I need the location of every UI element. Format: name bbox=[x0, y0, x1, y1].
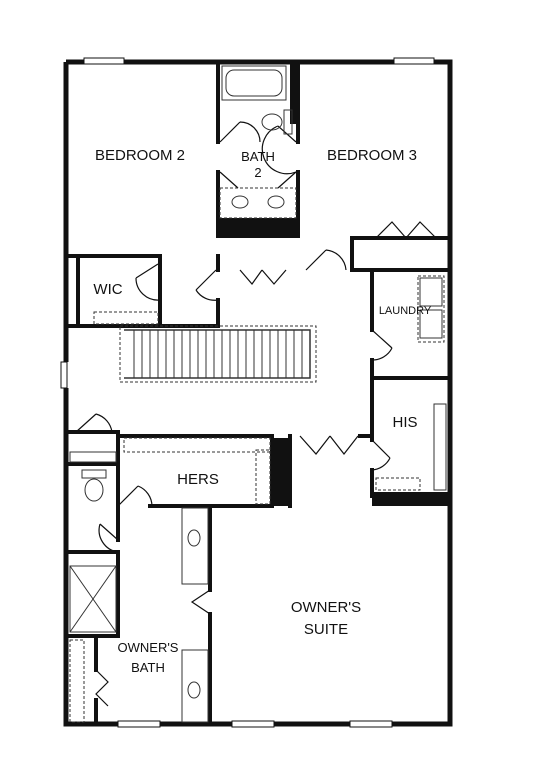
label-hers: HERS bbox=[177, 471, 219, 488]
hers-door bbox=[117, 485, 153, 507]
room-labels: BEDROOM 2 BATH 2 BEDROOM 3 WIC LAUNDRY H… bbox=[93, 147, 431, 675]
fixtures bbox=[69, 65, 447, 723]
solid-walls bbox=[218, 64, 448, 506]
laundry-shelf bbox=[417, 275, 445, 343]
bath2-door-top bbox=[219, 121, 261, 143]
owners-bath-closet-door bbox=[95, 669, 109, 707]
window-bottom-3 bbox=[349, 720, 393, 728]
staircase bbox=[119, 325, 317, 383]
vanity-lower bbox=[181, 649, 209, 723]
label-owners-bath-line2: BATH bbox=[131, 660, 165, 675]
window-top-left bbox=[83, 57, 125, 65]
hall-closet-door-left bbox=[239, 269, 287, 285]
window-bottom-2 bbox=[231, 720, 275, 728]
label-wic: WIC bbox=[93, 281, 122, 298]
owners-toilet-tank bbox=[81, 469, 107, 479]
linen-shelf bbox=[69, 451, 117, 463]
bath2-vanity bbox=[219, 187, 297, 219]
vanity-upper bbox=[181, 507, 209, 585]
bath2-toilet-bowl bbox=[261, 113, 283, 131]
his-closet-wall bbox=[372, 492, 448, 506]
exterior-walls bbox=[63, 59, 453, 727]
bedroom2-door bbox=[195, 269, 219, 301]
window-left-hall bbox=[60, 361, 68, 389]
bath2-tub bbox=[221, 65, 287, 101]
stair-treads bbox=[133, 330, 303, 378]
owners-toilet-bowl bbox=[84, 478, 104, 502]
bedroom3-door bbox=[305, 249, 347, 271]
sink-lower bbox=[187, 681, 201, 699]
label-laundry: LAUNDRY bbox=[379, 305, 432, 317]
wic-shelf bbox=[93, 311, 159, 325]
dryer bbox=[419, 277, 443, 307]
bedroom3-closet-door bbox=[375, 221, 437, 239]
window-top-right bbox=[393, 57, 435, 65]
label-owners-bath-line1: OWNER'S bbox=[118, 640, 179, 655]
bath2-right-pillar bbox=[290, 64, 298, 124]
label-bedroom3: BEDROOM 3 bbox=[327, 147, 417, 164]
label-owners-suite-line2: SUITE bbox=[304, 621, 348, 638]
his-shelf bbox=[433, 403, 447, 491]
bath2-sink-right bbox=[267, 195, 285, 209]
hers-closet-wall bbox=[274, 438, 290, 506]
his-bottom-shelf bbox=[375, 477, 421, 491]
owner-suite-door bbox=[299, 435, 359, 455]
owners-bath-closet-shelf bbox=[69, 639, 85, 723]
label-bath2-line1: BATH bbox=[241, 149, 275, 164]
label-owners-suite-line1: OWNER'S bbox=[291, 599, 361, 616]
shower bbox=[69, 565, 117, 633]
owners-bath-door bbox=[98, 523, 119, 553]
label-his: HIS bbox=[392, 414, 417, 431]
bath2-door-left bbox=[219, 171, 239, 189]
hers-shelf-top bbox=[123, 437, 271, 453]
bath2-door-bottom bbox=[277, 171, 297, 189]
laundry-door bbox=[371, 329, 393, 361]
bath2-vanity-wall bbox=[218, 218, 298, 238]
bath2-sink-left bbox=[231, 195, 249, 209]
window-bottom-1 bbox=[117, 720, 161, 728]
label-bath2-line2: 2 bbox=[254, 165, 261, 180]
label-bedroom2: BEDROOM 2 bbox=[95, 147, 185, 164]
washer bbox=[419, 309, 443, 339]
bath2-toilet-tank bbox=[283, 109, 293, 135]
his-door bbox=[371, 439, 391, 471]
hers-shelf-right bbox=[255, 449, 271, 505]
sink-upper bbox=[187, 529, 201, 547]
owners-bath-entry-door bbox=[190, 589, 211, 615]
linen-door bbox=[75, 413, 113, 433]
doors bbox=[75, 121, 437, 707]
wic-door bbox=[135, 263, 161, 301]
